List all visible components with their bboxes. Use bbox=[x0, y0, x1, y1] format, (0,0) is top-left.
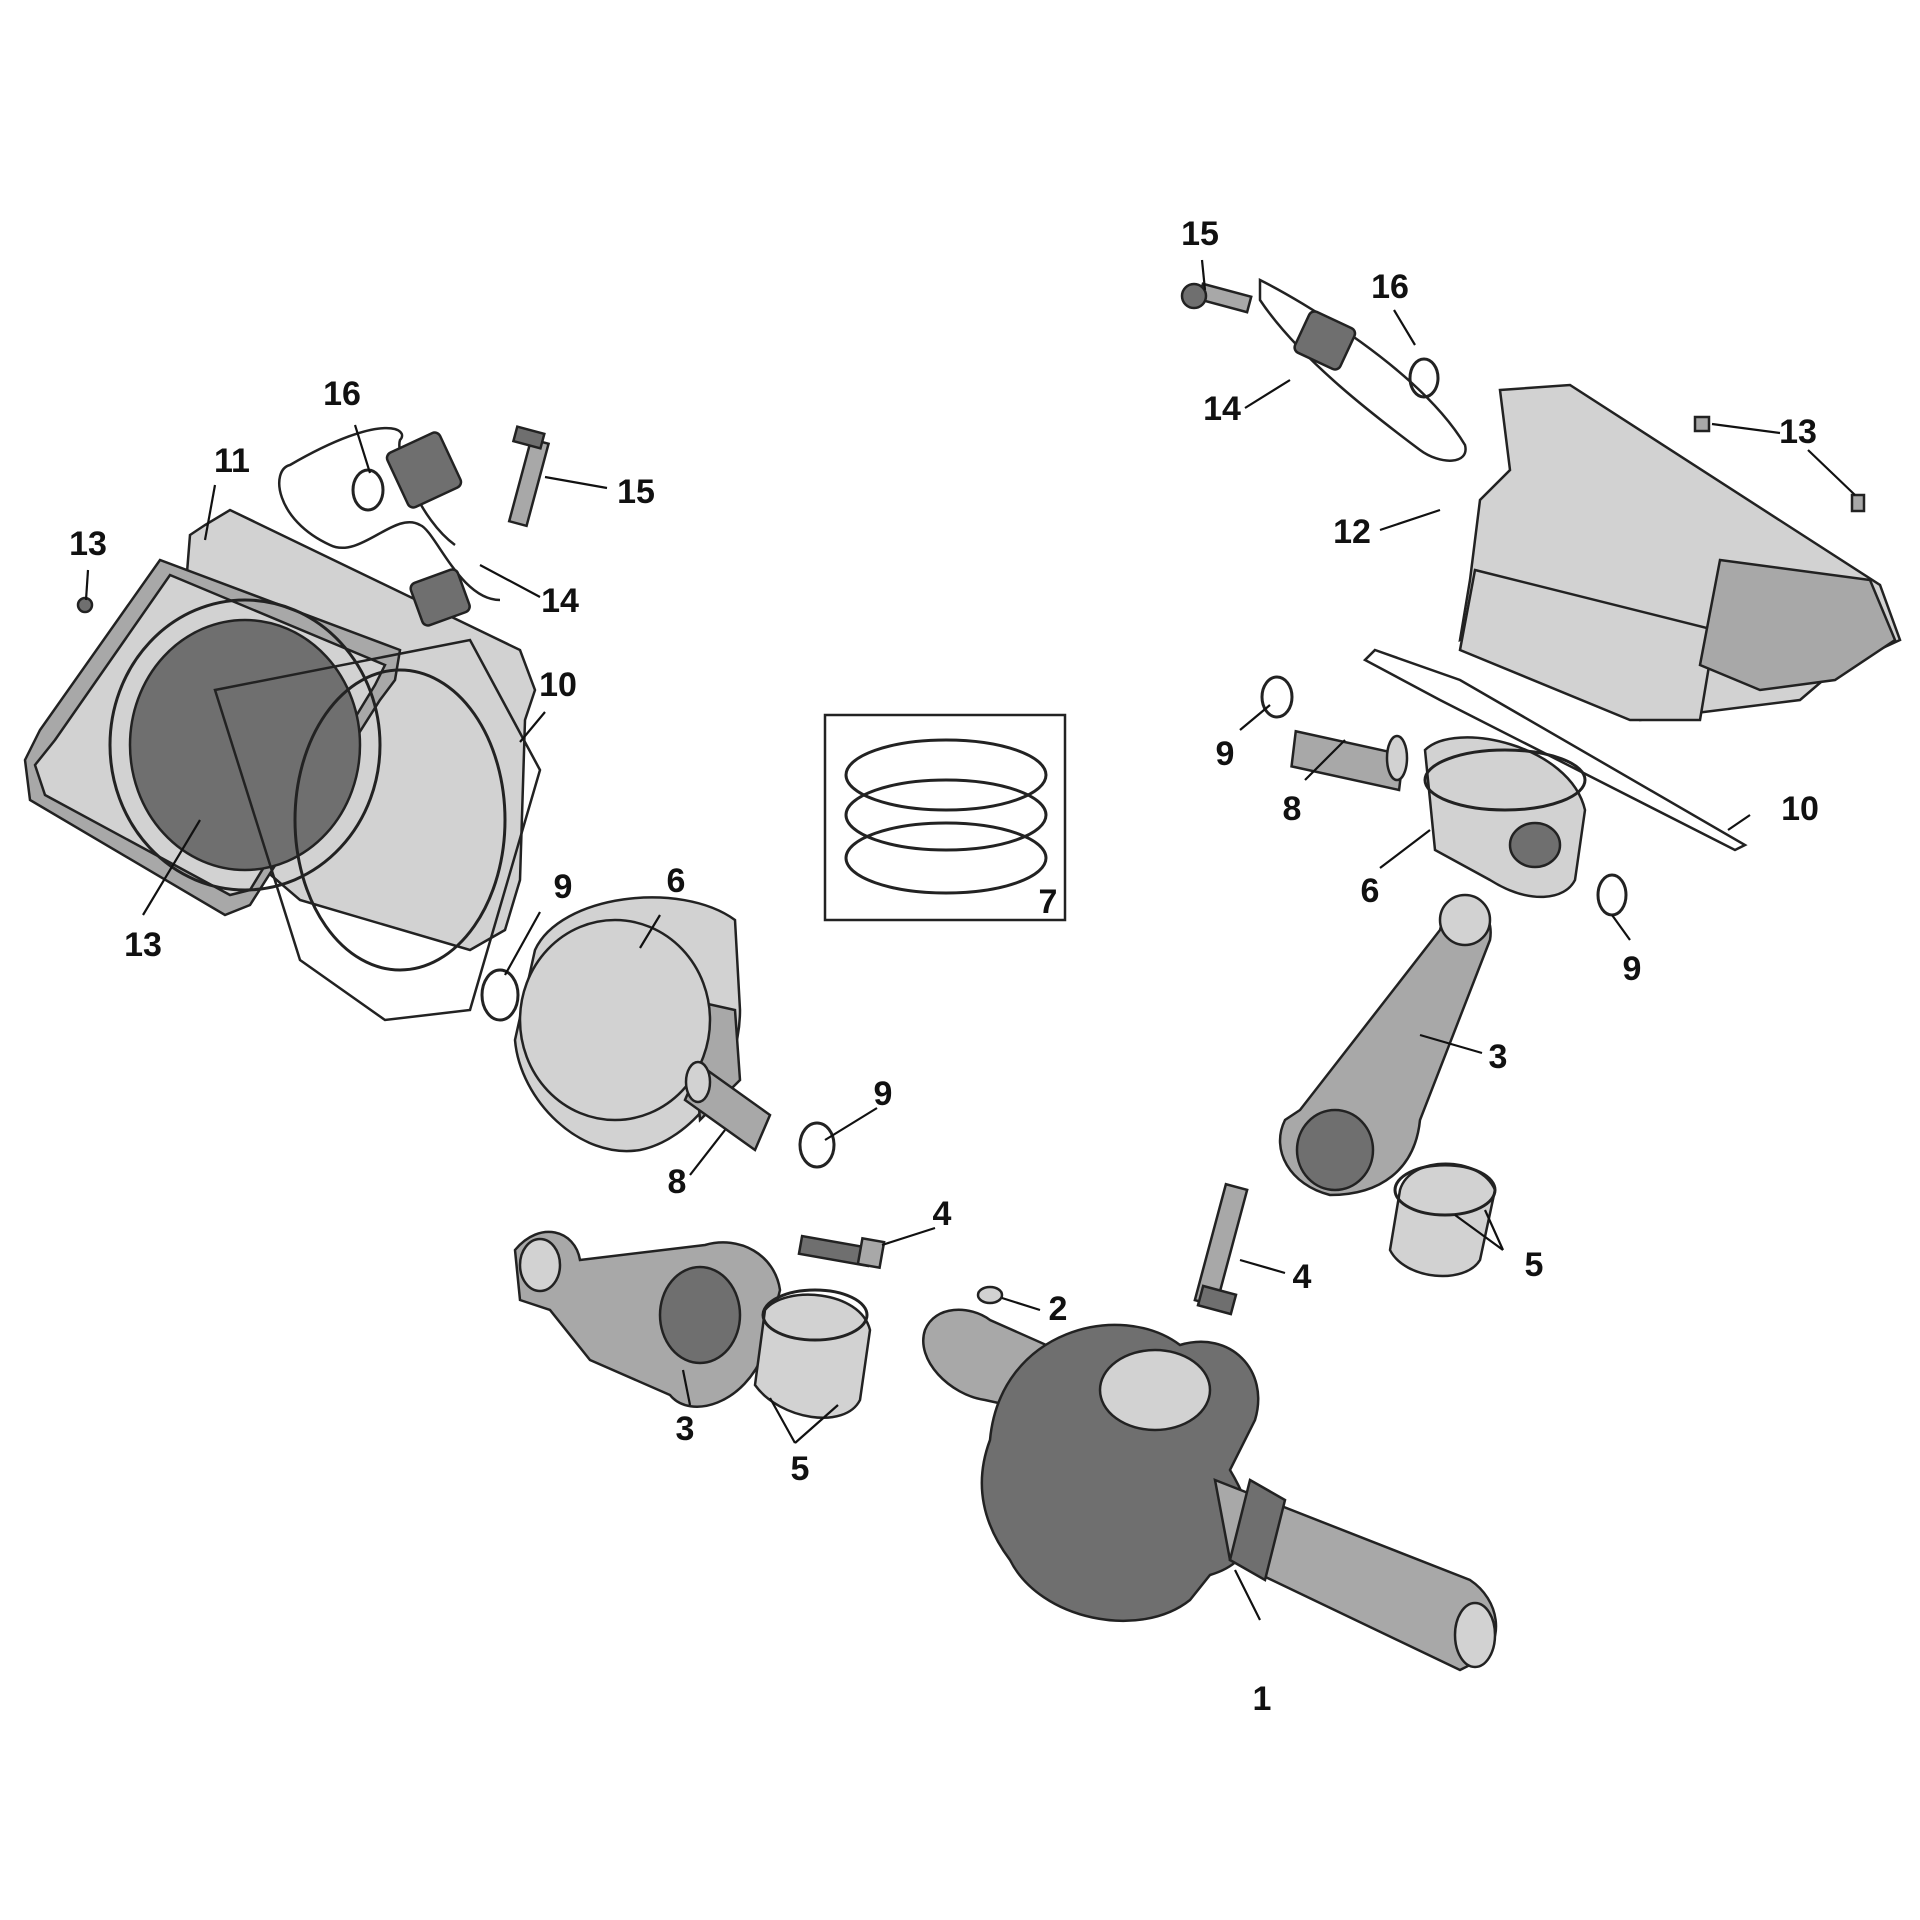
callout-16-left: 16 bbox=[323, 375, 361, 413]
callout-labels: 11 13 13 16 15 14 10 9 6 9 8 7 4 2 3 5 1… bbox=[69, 215, 1819, 1718]
callout-7: 7 bbox=[1039, 883, 1058, 921]
callout-9-left-upper: 9 bbox=[554, 868, 573, 906]
rod-bearing-left bbox=[753, 1288, 872, 1419]
callout-6-right: 6 bbox=[1361, 872, 1380, 910]
dowel-right-13b bbox=[1850, 493, 1866, 513]
cylinder-gasket-right bbox=[1362, 648, 1748, 852]
callout-13-left-top: 13 bbox=[69, 525, 107, 563]
callout-4-left: 4 bbox=[933, 1195, 952, 1233]
callout-5-right: 5 bbox=[1525, 1246, 1544, 1284]
callout-10-right: 10 bbox=[1781, 790, 1819, 828]
callout-13-left-bottom: 13 bbox=[124, 926, 162, 964]
callout-12: 12 bbox=[1333, 513, 1371, 551]
circlip-left-lower bbox=[798, 1121, 836, 1169]
callout-9-right-lower: 9 bbox=[1623, 950, 1642, 988]
callout-5-left: 5 bbox=[791, 1450, 810, 1488]
dowel-right-13a bbox=[1693, 415, 1711, 433]
piston-left bbox=[513, 896, 742, 1153]
screw-left bbox=[507, 425, 551, 528]
rod-bolt-right bbox=[1193, 1182, 1249, 1316]
dowel-left-13 bbox=[76, 596, 94, 614]
callout-1: 1 bbox=[1253, 1680, 1272, 1718]
cylinder-right bbox=[1458, 383, 1902, 722]
screw-right bbox=[1180, 282, 1253, 314]
callout-6-left: 6 bbox=[667, 862, 686, 900]
connecting-rod-left bbox=[513, 1230, 782, 1408]
piston-right bbox=[1423, 736, 1587, 899]
callout-8-left: 8 bbox=[668, 1163, 687, 1201]
leader-lines bbox=[84, 259, 1856, 1621]
callout-15-right: 15 bbox=[1181, 215, 1219, 253]
circlip-left-upper bbox=[480, 968, 520, 1022]
rod-bolt-left bbox=[797, 1234, 886, 1270]
callout-3-right: 3 bbox=[1489, 1038, 1508, 1076]
piston-pin-right bbox=[1290, 729, 1409, 792]
clip-right bbox=[1408, 357, 1440, 399]
clip-left bbox=[351, 468, 385, 512]
circlip-right-lower bbox=[1596, 873, 1628, 917]
callout-9-right-upper: 9 bbox=[1216, 735, 1235, 773]
callout-14-right: 14 bbox=[1203, 390, 1241, 428]
callout-8-right: 8 bbox=[1283, 790, 1302, 828]
callout-10-left: 10 bbox=[539, 666, 577, 704]
callout-2: 2 bbox=[1049, 1290, 1068, 1328]
callout-14-left: 14 bbox=[541, 582, 579, 620]
piston-pin-left bbox=[683, 1060, 772, 1152]
callout-13-right: 13 bbox=[1779, 413, 1817, 451]
piston-ring-set bbox=[823, 713, 1067, 922]
woodruff-key bbox=[976, 1285, 1004, 1305]
sensor-harness-left bbox=[278, 426, 501, 627]
crankshaft bbox=[922, 1308, 1498, 1672]
circlip-right-upper bbox=[1260, 675, 1294, 719]
callout-4-right: 4 bbox=[1293, 1258, 1312, 1296]
callout-15-left: 15 bbox=[617, 473, 655, 511]
rod-bearing-right bbox=[1388, 1162, 1497, 1278]
callout-11: 11 bbox=[214, 442, 250, 480]
connecting-rod-right bbox=[1278, 893, 1492, 1197]
cylinder-gasket-left bbox=[213, 638, 542, 1022]
callout-9-left-lower: 9 bbox=[874, 1075, 893, 1113]
callout-3-left: 3 bbox=[676, 1410, 695, 1448]
callout-16-right: 16 bbox=[1371, 268, 1409, 306]
sensor-harness-right bbox=[1258, 277, 1467, 462]
